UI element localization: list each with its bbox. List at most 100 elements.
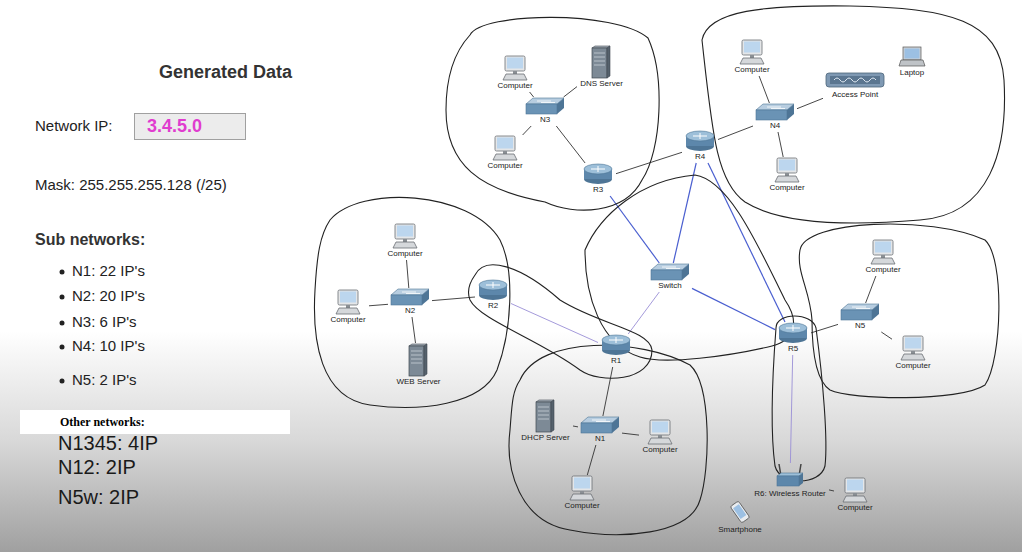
network-device: R3 (581, 164, 615, 195)
subnet-outline (772, 316, 826, 481)
link-line (866, 276, 876, 303)
device-label: Access Point (824, 90, 886, 100)
device-label: R1 (599, 356, 633, 366)
network-device: WEB Server (394, 344, 443, 387)
info-text: Sub networks: (35, 230, 145, 249)
server-icon (409, 344, 427, 376)
switch-icon (526, 98, 564, 114)
device-label: Computer (640, 445, 680, 455)
computer-icon (648, 420, 672, 444)
device-label: R3 (581, 185, 615, 195)
network-device: Computer (485, 136, 525, 171)
bullet-dot (60, 345, 65, 350)
box-text: Other networks: (60, 410, 145, 434)
network-device: R6: Wireless Router (752, 464, 828, 499)
network-device: N3 (524, 98, 566, 125)
device-label: Computer (562, 501, 602, 511)
network-device: R2 (476, 280, 510, 311)
network-device: Computer (385, 224, 425, 259)
subnet-outline (314, 197, 509, 407)
network-device: Access Point (824, 71, 886, 100)
info-text: Mask: 255.255.255.128 (/25) (35, 176, 227, 194)
info-text: N5w: 2IP (58, 485, 139, 509)
device-label: Computer (835, 503, 875, 513)
info-text: N12: 2IP (58, 455, 136, 479)
info-text: N1: 22 IP's (72, 262, 145, 280)
computer-icon (740, 40, 764, 64)
subnet-outline (446, 17, 659, 210)
info-text: N3: 6 IP's (72, 313, 137, 331)
link-line (616, 152, 682, 173)
network-device: Computer (562, 476, 602, 511)
box-text: 3.4.5.0 (147, 114, 202, 139)
link-line (692, 288, 775, 329)
server-icon (592, 46, 610, 78)
network-device: N4 (754, 104, 796, 131)
computer-icon (336, 290, 360, 314)
router-icon (779, 323, 807, 343)
device-label: WEB Server (394, 377, 443, 387)
device-label: Smartphone (716, 525, 764, 535)
network-device: N1 (579, 417, 621, 444)
switch-icon (756, 104, 794, 120)
device-label: N2 (389, 306, 431, 316)
link-line (778, 132, 783, 157)
device-label: Computer (385, 249, 425, 259)
subnet-outline (585, 175, 794, 360)
network-device: Computer (893, 336, 933, 371)
device-label: Switch (649, 281, 691, 291)
heading-box: Other networks: (20, 410, 290, 434)
device-label: N1 (579, 434, 621, 444)
link-line (523, 126, 532, 135)
computer-icon (843, 478, 867, 502)
bullet-dot (60, 270, 65, 275)
device-label: DHCP Server (519, 433, 572, 443)
computer-icon (901, 336, 925, 360)
network-device: Computer (732, 40, 772, 75)
network-device: Switch (649, 264, 691, 291)
link-line (829, 490, 834, 491)
computer-icon (775, 158, 799, 182)
device-label: N3 (524, 115, 566, 125)
network-device: Computer (863, 240, 903, 275)
link-line (881, 332, 892, 339)
device-label: N5 (839, 321, 881, 331)
device-label: Computer (328, 315, 368, 325)
network-device: Computer (767, 158, 807, 193)
info-text: N1345: 4IP (58, 431, 158, 455)
link-line (790, 355, 792, 463)
computer-icon (871, 240, 895, 264)
link-line (407, 260, 409, 288)
laptop-icon (899, 47, 925, 66)
subnet-outline (799, 224, 999, 398)
link-line (530, 92, 534, 97)
link-line (587, 445, 596, 475)
bullet-dot (60, 295, 65, 300)
network-device: R5 (776, 323, 810, 354)
network-device: DHCP Server (519, 400, 572, 443)
network-device: Computer (640, 420, 680, 455)
device-label: Computer (732, 65, 772, 75)
subnet-outline (702, 6, 1005, 223)
link-line (603, 367, 613, 416)
device-label: Computer (495, 81, 535, 91)
smartphone-icon (730, 501, 750, 523)
link-line (432, 297, 475, 301)
info-text: N2: 20 IP's (72, 287, 145, 305)
bullet-dot (60, 379, 65, 384)
link-line (622, 433, 639, 435)
server-icon (536, 400, 554, 432)
network-device: Computer (835, 478, 875, 513)
network-device: Computer (328, 290, 368, 325)
link-line (718, 126, 753, 140)
network-device: Laptop (897, 47, 927, 78)
link-line (610, 196, 659, 263)
network-device: N5 (839, 304, 881, 331)
device-label: Computer (893, 361, 933, 371)
link-line (628, 292, 659, 334)
router-icon (584, 164, 612, 184)
device-label: R2 (476, 301, 510, 311)
device-label: R6: Wireless Router (752, 489, 828, 499)
subnet-outline (509, 345, 707, 534)
